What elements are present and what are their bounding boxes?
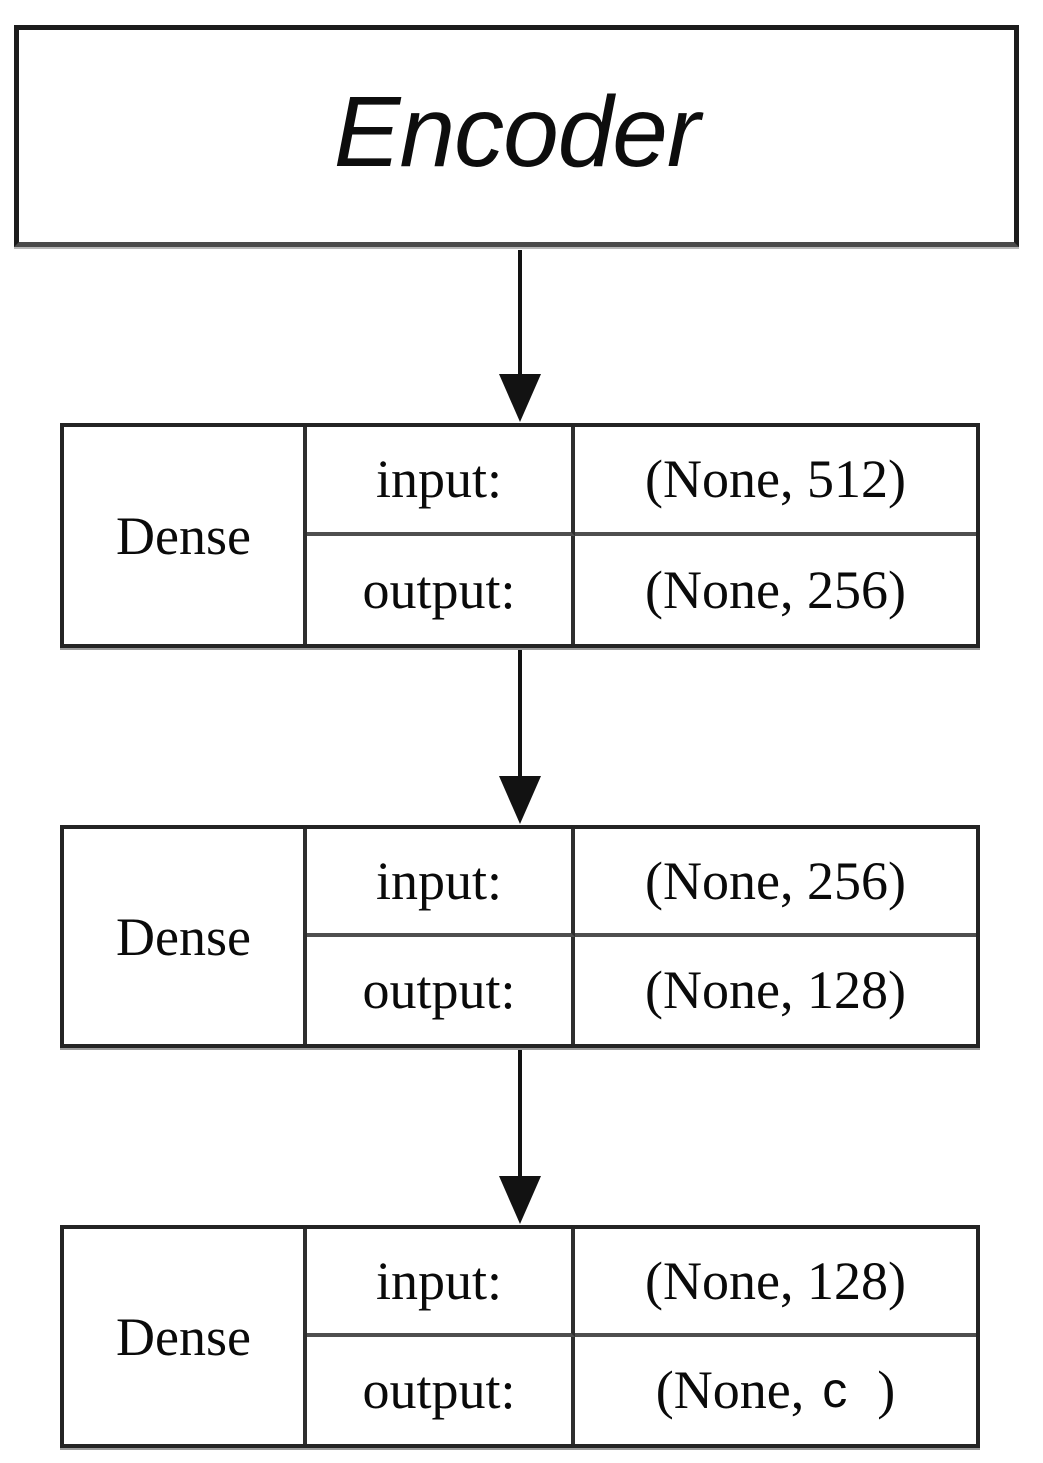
output-shape-prefix: (None, — [655, 1360, 805, 1421]
output-shape-variable: c — [822, 1362, 848, 1419]
dense-layer-1-table: Dense input: (None, 512) output: (None, … — [60, 423, 980, 648]
output-shape: (None, 256) — [645, 559, 906, 620]
output-label: output: — [307, 936, 575, 1044]
arrow-down-icon — [499, 776, 541, 824]
output-shape: (None, c ) — [575, 1337, 976, 1445]
input-label: input: — [307, 1229, 575, 1337]
input-label: input: — [307, 829, 575, 937]
input-label: input: — [307, 427, 575, 536]
input-shape: (None, 128) — [575, 1229, 976, 1337]
arrow-line — [518, 250, 522, 378]
arrow-line — [518, 1050, 522, 1178]
dense-layer-2-table: Dense input: (None, 256) output: (None, … — [60, 825, 980, 1048]
encoder-title-box: Encoder — [14, 25, 1019, 247]
layer-name: Dense — [64, 1229, 307, 1444]
layer-name: Dense — [64, 829, 307, 1044]
input-shape: (None, 256) — [575, 829, 976, 937]
output-shape: (None, 128) — [645, 960, 906, 1021]
arrow-down-icon — [499, 374, 541, 422]
output-label: output: — [307, 1336, 575, 1444]
arrow-down-icon — [499, 1176, 541, 1224]
output-shape-suffix: ) — [877, 1360, 896, 1421]
input-shape: (None, 512) — [575, 427, 976, 536]
layer-name: Dense — [64, 427, 307, 644]
arrow-line — [518, 650, 522, 778]
output-label: output: — [307, 535, 575, 644]
dense-layer-3-table: Dense input: (None, 128) output: (None, … — [60, 1225, 980, 1448]
diagram-title: Encoder — [333, 76, 700, 188]
